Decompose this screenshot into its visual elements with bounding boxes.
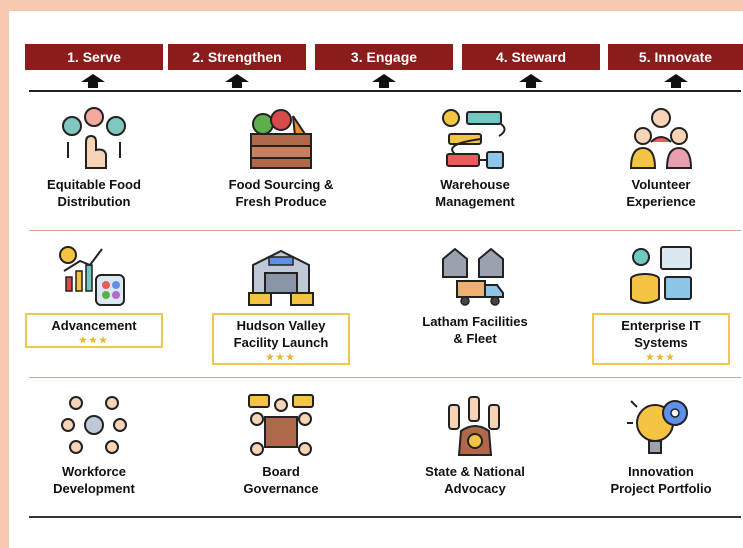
row-divider xyxy=(29,230,741,231)
facilities-truck-icon xyxy=(442,247,504,306)
item-food-sourcing: Food Sourcing &Fresh Produce xyxy=(208,106,354,210)
item-advancement: Advancement ★★★ xyxy=(21,243,167,348)
up-arrow-icon xyxy=(225,74,249,88)
board-meeting-icon xyxy=(248,394,314,456)
up-arrow-icon xyxy=(372,74,396,88)
volunteers-icon xyxy=(629,108,693,169)
people-hand-icon xyxy=(62,107,126,169)
strategy-card: 1. Serve 2. Strengthen 3. Engage 4. Stew… xyxy=(9,11,743,548)
up-arrow-icon xyxy=(519,74,543,88)
star-rating: ★★★ xyxy=(78,335,110,345)
item-label: Food Sourcing &Fresh Produce xyxy=(228,177,334,209)
advocacy-hands-icon xyxy=(448,396,500,456)
team-network-icon xyxy=(61,396,127,454)
workflow-icon xyxy=(442,109,506,169)
pillar-innovate: 5. Innovate xyxy=(608,44,743,70)
pillar-strengthen: 2. Strengthen xyxy=(168,44,306,70)
item-label: Latham Facilities& Fleet xyxy=(422,314,528,346)
growth-social-icon xyxy=(59,246,125,306)
star-rating: ★★★ xyxy=(265,352,297,362)
item-latham-facilities: Latham Facilities& Fleet xyxy=(402,243,548,347)
database-server-icon xyxy=(630,246,692,304)
pillar-serve: 1. Serve xyxy=(25,44,163,70)
pillar-steward: 4. Steward xyxy=(462,44,600,70)
warehouse-building-icon xyxy=(248,249,314,306)
bottom-divider xyxy=(29,516,741,518)
pillar-engage: 3. Engage xyxy=(315,44,453,70)
star-rating: ★★★ xyxy=(645,352,677,362)
up-arrow-icon xyxy=(664,74,688,88)
lightbulb-gear-icon xyxy=(627,400,688,454)
up-arrow-icon xyxy=(81,74,105,88)
row-divider xyxy=(29,377,741,378)
highlighted-item-box: Advancement ★★★ xyxy=(25,313,163,348)
produce-crate-icon xyxy=(250,109,312,169)
top-divider xyxy=(29,90,741,92)
